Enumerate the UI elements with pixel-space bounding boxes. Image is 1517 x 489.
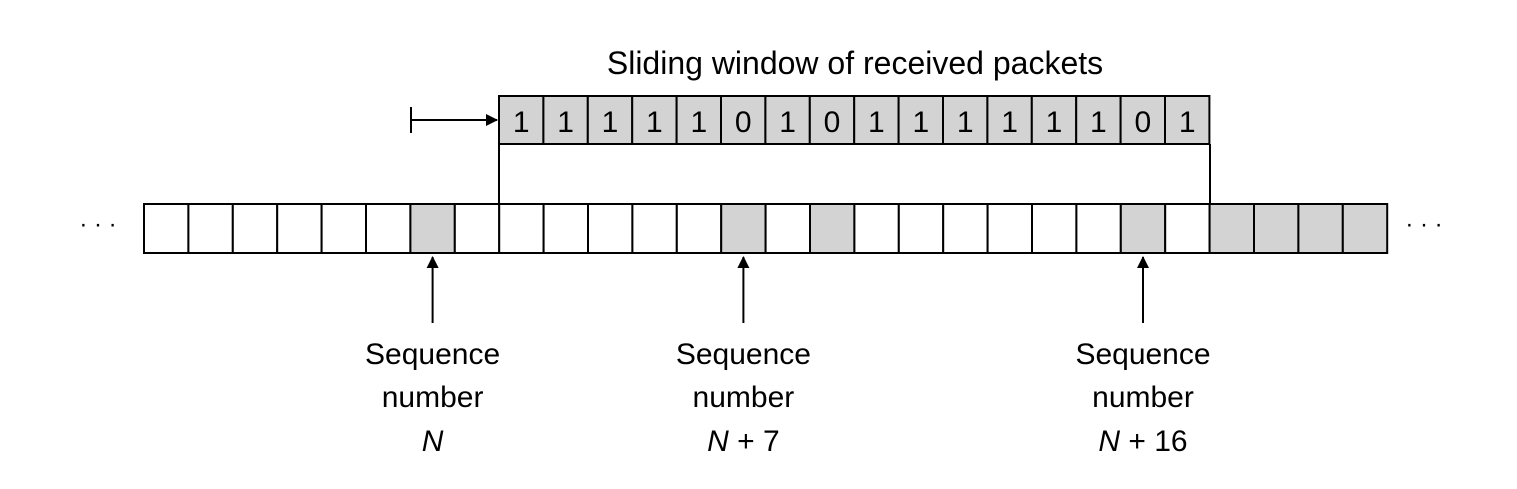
pointer-label-line2: number [1092,381,1194,414]
window-bit: 1 [779,106,796,139]
sequence-cell [1164,203,1211,254]
window-bit: 0 [824,106,841,139]
sequence-cell [675,203,723,254]
window-bit: 1 [868,106,885,139]
window-bit: 1 [957,106,974,139]
window-bit: 1 [1001,106,1018,139]
window-cell: 1 [1030,95,1078,145]
sequence-cell [453,203,501,254]
window-cell: 0 [808,95,856,145]
pointer-label-line2: number [382,381,484,414]
sequence-cell [231,203,279,254]
sequence-cell [320,203,368,254]
window-cell: 1 [942,95,989,145]
window-bit: 0 [735,106,752,139]
pointer-label-line1: Sequence [365,338,500,371]
window-bit: 1 [1090,106,1107,139]
window-bit: 1 [602,106,619,139]
diagram-title: Sliding window of received packets [607,45,1103,81]
sequence-cell-received [1253,203,1300,254]
window-cell: 0 [1119,95,1166,145]
sequence-cell [897,203,945,254]
sequence-cells [143,203,1389,254]
pointer-label-line1: Sequence [1075,338,1210,371]
sequence-cell [587,203,634,254]
sequence-cell [631,203,678,254]
pointer-label-seq: N [422,425,444,458]
window-bit: 1 [646,106,663,139]
pointer-label-seq: N + 16 [1098,425,1187,458]
window-cell: 1 [1164,95,1211,145]
window-bit: 0 [1134,106,1151,139]
sequence-cell [764,203,811,254]
sequence-cell-received [1297,203,1344,254]
sequence-cell-received [809,203,856,254]
window-cell: 1 [1075,95,1122,145]
sequence-cell [1031,203,1078,254]
pointer-label-seq: N + 7 [707,425,780,458]
window-cell: 1 [542,95,589,145]
window-cell: 1 [631,95,678,145]
window-bit: 1 [690,106,707,139]
window-cell: 1 [897,95,944,145]
pointer-label-line2: number [693,381,795,414]
ellipsis-right: · · · [1405,211,1442,238]
sequence-cell [853,203,900,254]
sequence-cell-received [1341,203,1389,254]
window-bit: 1 [912,106,929,139]
sequence-cell [276,203,323,254]
window-cell: 1 [986,95,1033,145]
sequence-cell-received [720,203,767,254]
sequence-cell [143,203,190,254]
window-bit: 1 [1046,106,1063,139]
sequence-cell [365,203,412,254]
sequence-cell [498,203,545,254]
window-bit: 1 [557,106,574,139]
sequence-cell [542,203,589,254]
window-cell: 0 [720,95,767,145]
window-bit: 1 [1179,106,1196,139]
window-bit: 1 [513,106,530,139]
window-cell: 1 [853,95,900,145]
sequence-cell-received [1119,203,1167,254]
sequence-cell [986,203,1033,254]
window-cell: 1 [764,95,811,145]
window-cell: 1 [498,95,545,145]
sequence-cell [187,203,234,254]
pointer-label-line1: Sequence [676,338,811,371]
sequence-cell-received [409,203,456,254]
sequence-cell [942,203,989,254]
window-cell: 1 [675,95,722,145]
window-cell: 1 [586,95,634,145]
sequence-cell [1075,203,1122,254]
ellipsis-left: · · · [79,211,116,238]
sequence-cell-received [1208,203,1255,254]
